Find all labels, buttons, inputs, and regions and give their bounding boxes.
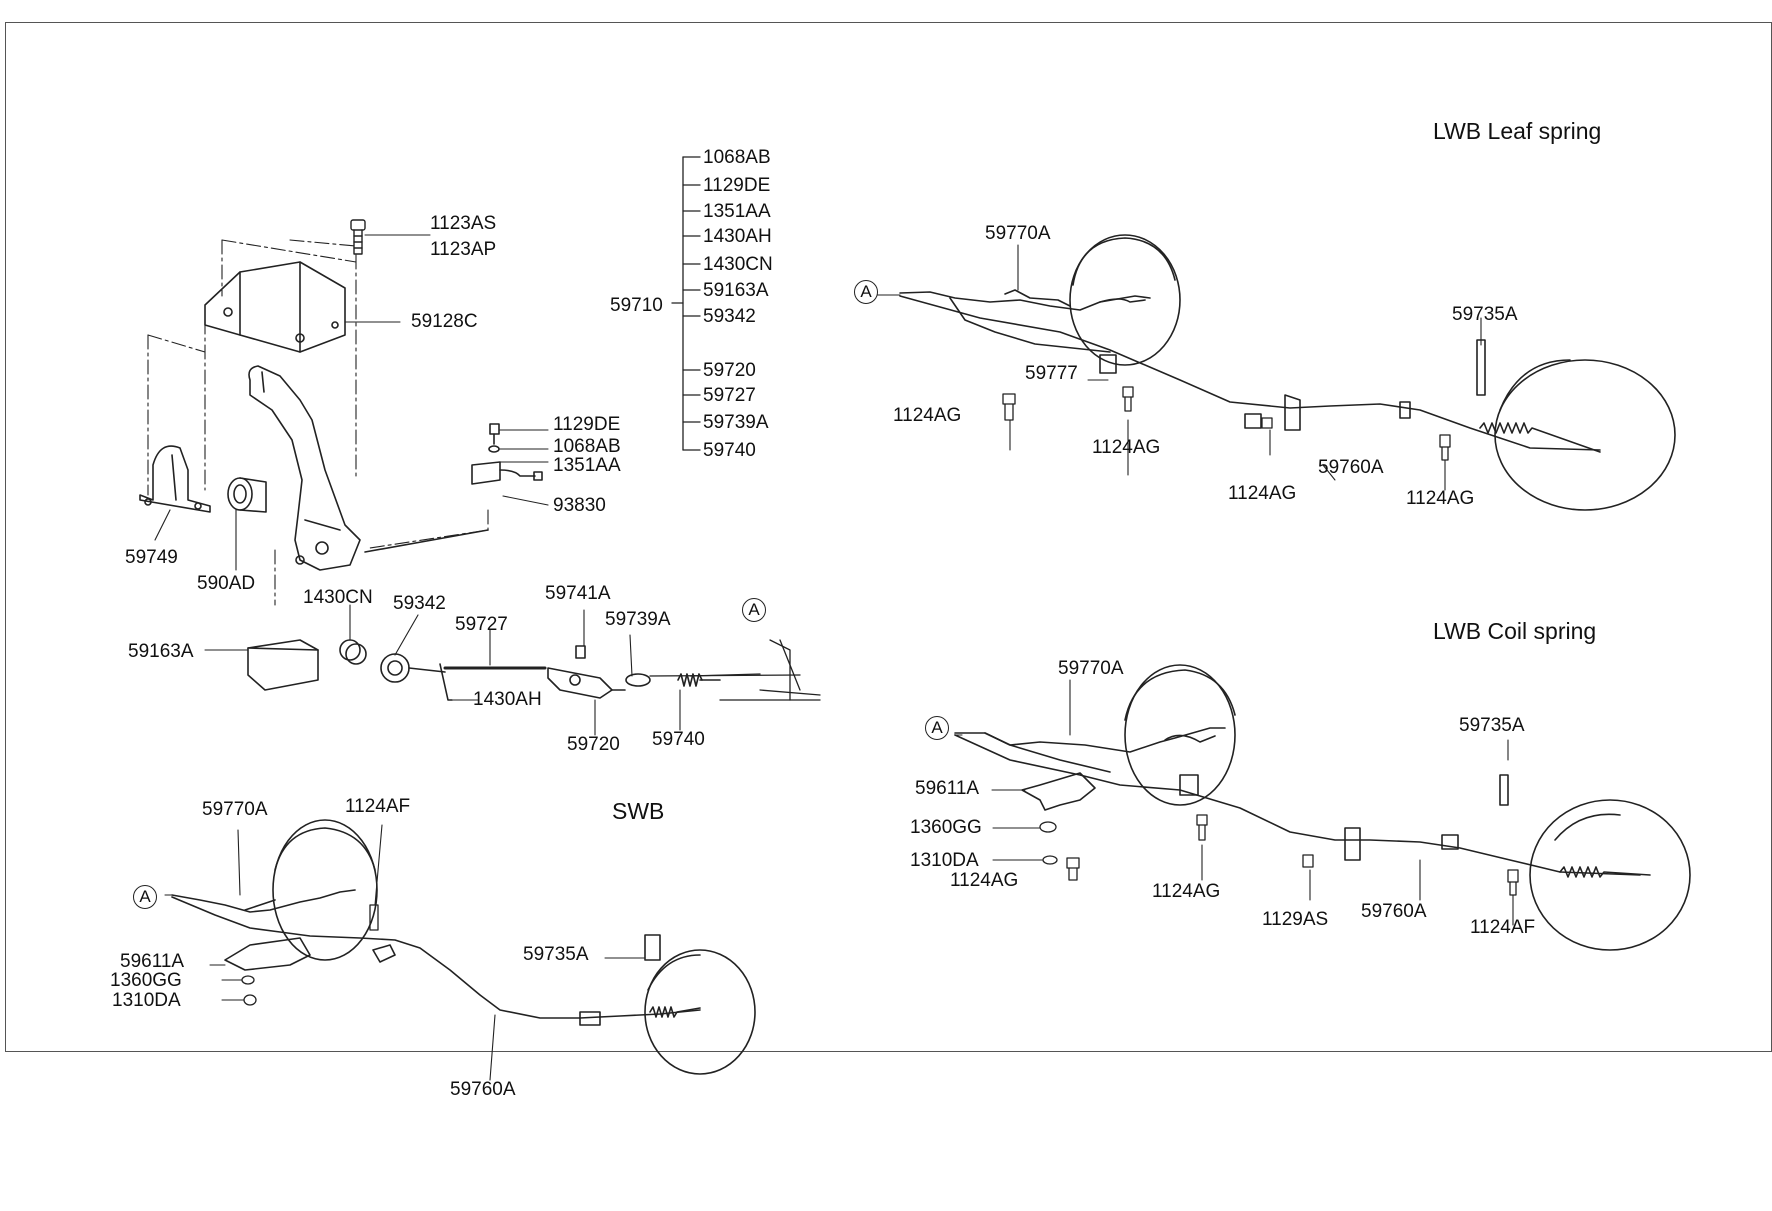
section-title-leaf: LWB Leaf spring (1433, 118, 1602, 144)
part-label: 59749 (125, 547, 178, 568)
part-label: 1123AP (430, 239, 497, 260)
coil-drum-rear (1529, 799, 1691, 951)
leaf-bolts (1002, 386, 1451, 461)
part-label: 59611A (120, 951, 185, 972)
list-item: 1129DE (703, 175, 771, 196)
front-cables-to-A (649, 639, 821, 701)
part-label: 59710 (610, 295, 663, 316)
coil-leaders (954, 679, 1514, 926)
part-label: 59727 (455, 614, 508, 635)
leaf-clamps (1099, 339, 1486, 431)
leaf-cables (899, 289, 1601, 453)
bracket-59749 (139, 445, 211, 513)
list-bracket-59710 (671, 156, 701, 451)
spring-59740 (677, 673, 721, 687)
part-label: 1124AG (1092, 437, 1161, 458)
part-label: 590AD (197, 573, 256, 594)
clip-59739A (625, 673, 651, 687)
part-label: 59735A (1459, 715, 1525, 736)
list-item: 59720 (703, 360, 756, 381)
list-item: 59342 (703, 306, 756, 327)
part-label: 1351AA (553, 455, 621, 476)
part-label: 59770A (985, 223, 1051, 244)
ref-marker-a: A (133, 885, 157, 909)
lever-cover-59128C (204, 261, 346, 353)
equalizer-59720 (547, 667, 626, 699)
part-label: 59760A (450, 1079, 516, 1100)
switch-leaders (499, 429, 549, 506)
part-label: 1360GG (910, 817, 982, 838)
part-label: 1310DA (112, 990, 181, 1011)
part-label: 59342 (393, 593, 446, 614)
swb-drum-rear (644, 949, 756, 1075)
coil-drum-front (1124, 664, 1236, 806)
part-label: 1124AF (1470, 917, 1536, 938)
coil-fasteners (1039, 814, 1519, 896)
bushing-590AD (227, 477, 267, 513)
coil-cables (954, 727, 1651, 878)
list-item: 1351AA (703, 201, 771, 222)
swb-cables (171, 889, 701, 1019)
part-label: 59735A (523, 944, 589, 965)
part-label: 59611A (915, 778, 980, 799)
part-label: 1310DA (910, 850, 979, 871)
list-item: 1068AB (703, 147, 771, 168)
lever-link-line (364, 529, 489, 553)
part-label: 1124AG (1228, 483, 1297, 504)
part-label: 1129DE (553, 414, 621, 435)
coil-brackets (1021, 772, 1509, 861)
leaf-drum-front (1069, 234, 1181, 366)
part-label: 59740 (652, 729, 705, 750)
list-item: 59727 (703, 385, 756, 406)
part-label: 93830 (553, 495, 606, 516)
ref-marker-a: A (925, 716, 949, 740)
part-label: 59163A (128, 641, 194, 662)
leaf-leaders (857, 244, 1482, 491)
part-label: 59777 (1025, 363, 1078, 384)
part-label: 59760A (1318, 457, 1384, 478)
part-label: 59741A (545, 583, 611, 604)
list-item: 59740 (703, 440, 756, 461)
section-title-coil: LWB Coil spring (1433, 618, 1597, 644)
leaf-drum-rear (1494, 359, 1676, 511)
swb-brackets (224, 934, 661, 1026)
lever-leaders (154, 234, 681, 736)
list-item: 59163A (703, 280, 769, 301)
part-label: 1360GG (110, 970, 182, 991)
guide-59163A (247, 639, 319, 691)
part-label: 59128C (411, 311, 478, 332)
section-title-swb: SWB (612, 798, 665, 824)
list-item: 1430CN (703, 254, 773, 275)
list-item: 59739A (703, 412, 769, 433)
part-label: 1123AS (430, 213, 497, 234)
part-label: 59720 (567, 734, 620, 755)
part-label: 1124AG (1406, 488, 1475, 509)
part-label: 1430AH (473, 689, 542, 710)
nut-1430CN (339, 639, 367, 665)
switch-93830 (471, 423, 543, 485)
pin-59741A (575, 645, 586, 659)
adjuster-59342 (380, 653, 453, 701)
list-item: 1430AH (703, 226, 772, 247)
part-label: 1129AS (1262, 909, 1329, 930)
swb-drum-front (272, 819, 378, 961)
part-label: 1124AG (893, 405, 962, 426)
part-label: 59770A (202, 799, 268, 820)
brake-lever (248, 365, 361, 571)
ref-marker-a: A (742, 598, 766, 622)
ref-marker-a: A (854, 280, 878, 304)
part-label: 59735A (1452, 304, 1518, 325)
bolt-1123AS (350, 219, 366, 255)
part-label: 1124AF (345, 796, 411, 817)
part-label: 1430CN (303, 587, 373, 608)
part-label: 1068AB (553, 436, 621, 457)
part-label: 1124AG (1152, 881, 1221, 902)
part-label: 1124AG (950, 870, 1019, 891)
part-label: 59739A (605, 609, 671, 630)
assembly-guide-lines (147, 239, 489, 606)
swb-leaders (164, 824, 646, 1081)
part-label: 59770A (1058, 658, 1124, 679)
part-label: 59760A (1361, 901, 1427, 922)
